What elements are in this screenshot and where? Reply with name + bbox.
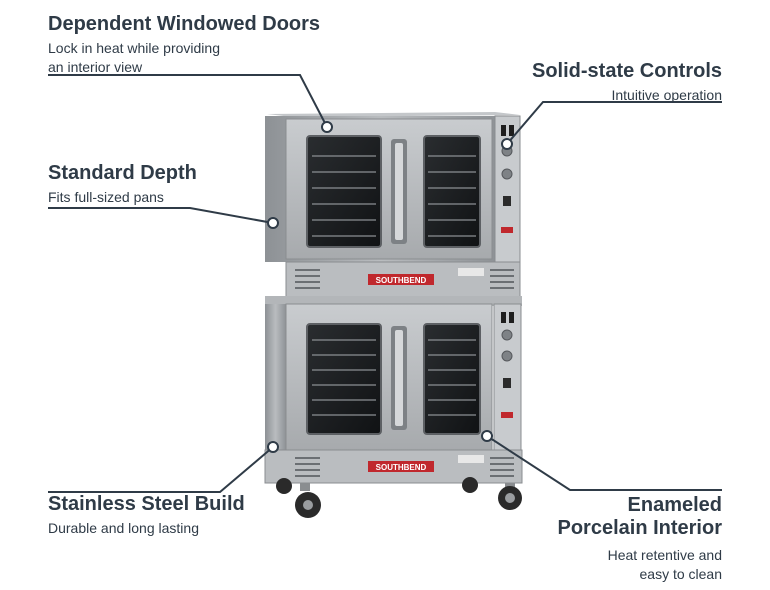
dot-controls (501, 138, 513, 150)
upper-right-window (423, 135, 481, 248)
dot-build (267, 441, 279, 453)
lower-brand-plate (368, 461, 434, 472)
casters (276, 477, 522, 518)
upper-left-window (306, 135, 382, 248)
callout-title: Solid-state Controls (531, 60, 722, 82)
callout-text: Intuitive operation (611, 87, 722, 103)
leader-depth (48, 207, 274, 224)
leader-dots (267, 121, 513, 453)
leader-doors (48, 74, 328, 128)
lower-right-window (423, 323, 481, 435)
lower-brand-text: SOUTHBEND (376, 463, 427, 472)
dot-depth (267, 217, 279, 229)
callout-windowed-doors: Dependent Windowed Doors Lock in heat wh… (48, 13, 320, 77)
callout-solid-state-controls: Solid-state Controls Intuitive operation (532, 60, 722, 105)
callout-title: Standard Depth (48, 162, 197, 184)
upper-brand-text: SOUTHBEND (376, 276, 427, 285)
callout-title: Dependent Windowed Doors (48, 13, 321, 35)
callout-text: Fits full-sized pans (48, 189, 164, 205)
dot-doors (321, 121, 333, 133)
lower-control-panel (493, 303, 522, 451)
lower-oven: SOUTHBEND (264, 296, 523, 484)
dot-interior (481, 430, 493, 442)
lower-left-window (306, 323, 382, 435)
callout-title: Stainless Steel Build (48, 493, 245, 515)
leader-interior (486, 435, 722, 491)
upper-brand-plate (368, 274, 434, 285)
callout-standard-depth: Standard Depth Fits full-sized pans (48, 162, 197, 207)
leader-build (48, 446, 274, 493)
upper-oven: SOUTHBEND (265, 112, 521, 298)
leader-controls (506, 101, 722, 145)
callout-text: Durable and long lasting (48, 520, 199, 536)
callout-stainless-steel-build: Stainless Steel Build Durable and long l… (48, 493, 245, 538)
leader-lines (48, 74, 722, 493)
